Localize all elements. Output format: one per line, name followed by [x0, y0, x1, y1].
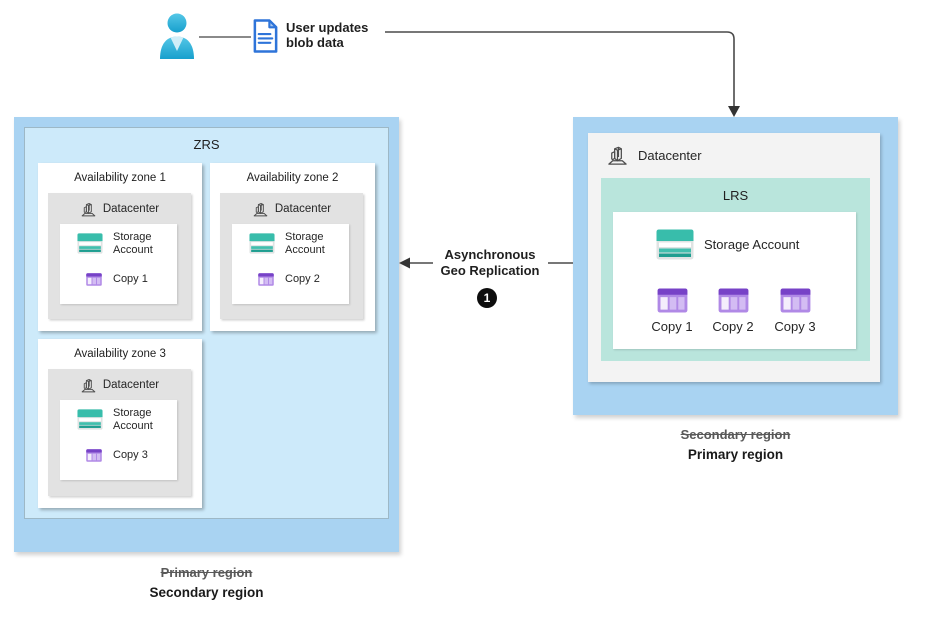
zone-1-storage-label: Storage Account — [113, 231, 153, 257]
storage-account-icon — [77, 233, 103, 254]
zone-2-inner-card: Storage Account Copy 2 — [232, 224, 349, 304]
storage-account-label: Storage Account — [704, 237, 800, 252]
left-region-labels: Primary region Secondary region — [14, 565, 399, 600]
zone-3-datacenter-header: Datacenter — [48, 372, 191, 398]
zone-3-datacenter-label: Datacenter — [102, 379, 160, 391]
zone-3-title: Availability zone 3 — [74, 348, 166, 360]
copy-1-label: Copy 1 — [651, 319, 693, 334]
step-1-badge: 1 — [477, 288, 497, 308]
zone-3-inner-card: Storage Account Copy 3 — [60, 400, 177, 480]
storage-label-line2: Account — [285, 244, 325, 256]
availability-zone-3-card: Availability zone 3 Datacenter — [38, 339, 202, 508]
secondary-region-container: ZRS Availability zone 1 Datacenter — [14, 117, 399, 552]
zone-2-title: Availability zone 2 — [246, 172, 339, 184]
availability-zone-2-card: Availability zone 2 Datacenter — [210, 163, 375, 331]
zone-3-storage-label: Storage Account — [113, 407, 153, 433]
zone-1-datacenter: Datacenter Storage Account — [48, 193, 191, 319]
storage-label-line1: Storage — [113, 407, 152, 419]
zone-2-datacenter-header: Datacenter — [220, 196, 363, 222]
left-region-label: Secondary region — [149, 585, 264, 600]
storage-label-line2: Account — [113, 420, 153, 432]
copy-2-label: Copy 2 — [712, 319, 754, 334]
right-region-label: Primary region — [687, 447, 784, 462]
zrs-label: ZRS — [193, 137, 220, 152]
copy-icon — [86, 449, 102, 462]
availability-zone-1-card: Availability zone 1 Datacenter — [38, 163, 202, 331]
zone-1-inner-card: Storage Account Copy 1 — [60, 224, 177, 304]
update-flow-line — [385, 31, 735, 106]
zone-1-title: Availability zone 1 — [74, 172, 166, 184]
lrs-inner-card: Storage Account Copy 1 — [613, 212, 856, 349]
copy-1-item: Copy 1 — [646, 288, 698, 334]
storage-label-line1: Storage — [285, 231, 324, 243]
copy-icon — [718, 288, 748, 313]
copy-icon — [86, 273, 102, 286]
zone-3-datacenter: Datacenter Storage Account — [48, 369, 191, 496]
zone-1-datacenter-label: Datacenter — [102, 203, 160, 215]
left-arrowhead-icon — [399, 257, 410, 269]
document-icon — [253, 19, 278, 53]
zone-2-datacenter: Datacenter Storage Account — [220, 193, 363, 319]
zone-2-copy-label: Copy 2 — [285, 273, 320, 285]
primary-datacenter-label: Datacenter — [638, 148, 702, 163]
datacenter-building-icon — [81, 202, 96, 216]
down-arrowhead-icon — [728, 106, 740, 117]
replication-label: Asynchronous Geo Replication — [420, 247, 560, 279]
zrs-group: ZRS Availability zone 1 Datacenter — [24, 127, 389, 519]
left-region-old-label: Primary region — [160, 565, 253, 580]
zone-1-copy-label: Copy 1 — [113, 273, 148, 285]
datacenter-building-icon — [608, 146, 627, 165]
copy-icon — [780, 288, 810, 313]
primary-datacenter-header: Datacenter — [588, 133, 880, 168]
copy-3-label: Copy 3 — [774, 319, 816, 334]
replication-label-line1: Asynchronous — [444, 247, 536, 262]
primary-datacenter: Datacenter LRS Storage Account — [588, 133, 880, 382]
storage-label-line1: Storage — [113, 231, 152, 243]
right-region-labels: Secondary region Primary region — [573, 427, 898, 462]
copy-icon — [258, 273, 274, 286]
storage-label-line2: Account — [113, 244, 153, 256]
replication-label-line2: Geo Replication — [440, 263, 540, 278]
storage-account-icon — [656, 229, 694, 260]
storage-account-icon — [249, 233, 275, 254]
zone-2-datacenter-label: Datacenter — [274, 203, 332, 215]
primary-region-container: Datacenter LRS Storage Account — [573, 117, 898, 415]
right-region-old-label: Secondary region — [680, 427, 791, 442]
lrs-group: LRS Storage Account — [601, 178, 870, 361]
copy-icon — [657, 288, 687, 313]
user-updates-line2: blob data — [286, 35, 344, 50]
zone-1-datacenter-header: Datacenter — [48, 196, 191, 222]
user-updates-label: User updates blob data — [286, 20, 368, 50]
datacenter-building-icon — [81, 378, 96, 392]
storage-account-icon — [77, 409, 103, 430]
user-icon — [160, 13, 194, 59]
lrs-label: LRS — [722, 188, 749, 203]
user-updates-line1: User updates — [286, 20, 369, 35]
zone-3-copy-label: Copy 3 — [113, 449, 148, 461]
datacenter-building-icon — [253, 202, 268, 216]
copy-3-item: Copy 3 — [769, 288, 821, 334]
copy-2-item: Copy 2 — [707, 288, 759, 334]
zone-2-storage-label: Storage Account — [285, 231, 325, 257]
